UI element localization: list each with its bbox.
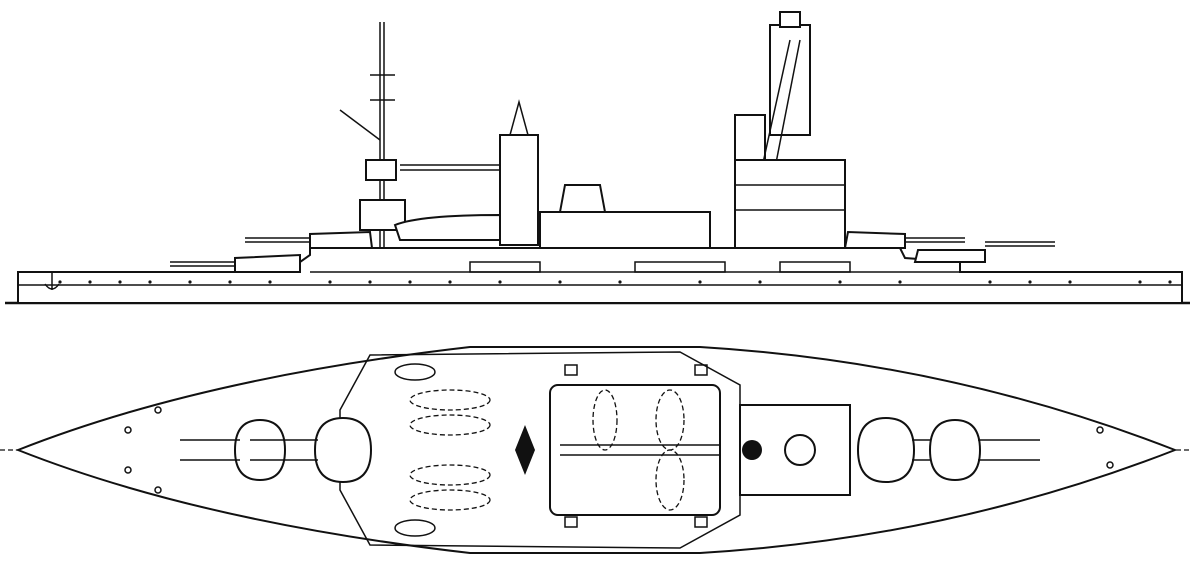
aft-turret-x: [843, 230, 965, 249]
plan-turret-a: [180, 418, 287, 482]
foremast: [339, 22, 406, 248]
rangefinder: [784, 434, 816, 466]
main-mast-top: [742, 440, 762, 460]
aircraft: [558, 184, 607, 213]
plan-view: [0, 346, 1192, 554]
forward-turret-a: [170, 253, 301, 273]
plan-aircraft: [592, 389, 685, 511]
superstructure-deck: [339, 351, 741, 549]
deck-fittings: [124, 364, 1114, 528]
funnel-top: [515, 425, 535, 475]
aft-turret-y: [913, 241, 1055, 263]
plan-turret-b: [250, 416, 373, 484]
funnel: [499, 99, 539, 246]
plan-boats: [394, 363, 491, 537]
aircraft-deck: [549, 384, 721, 516]
forward-turret-b: [245, 230, 374, 249]
profile-hull: [17, 247, 1183, 304]
aft-tower: [734, 11, 846, 249]
portholes: [58, 280, 1172, 284]
profile-view: [5, 11, 1190, 305]
anchor-icon: [44, 272, 60, 290]
casemate-ports: [469, 261, 851, 273]
boats: [393, 213, 501, 241]
plan-turret-y: [928, 418, 1040, 482]
midship-deckhouse: [539, 211, 711, 249]
